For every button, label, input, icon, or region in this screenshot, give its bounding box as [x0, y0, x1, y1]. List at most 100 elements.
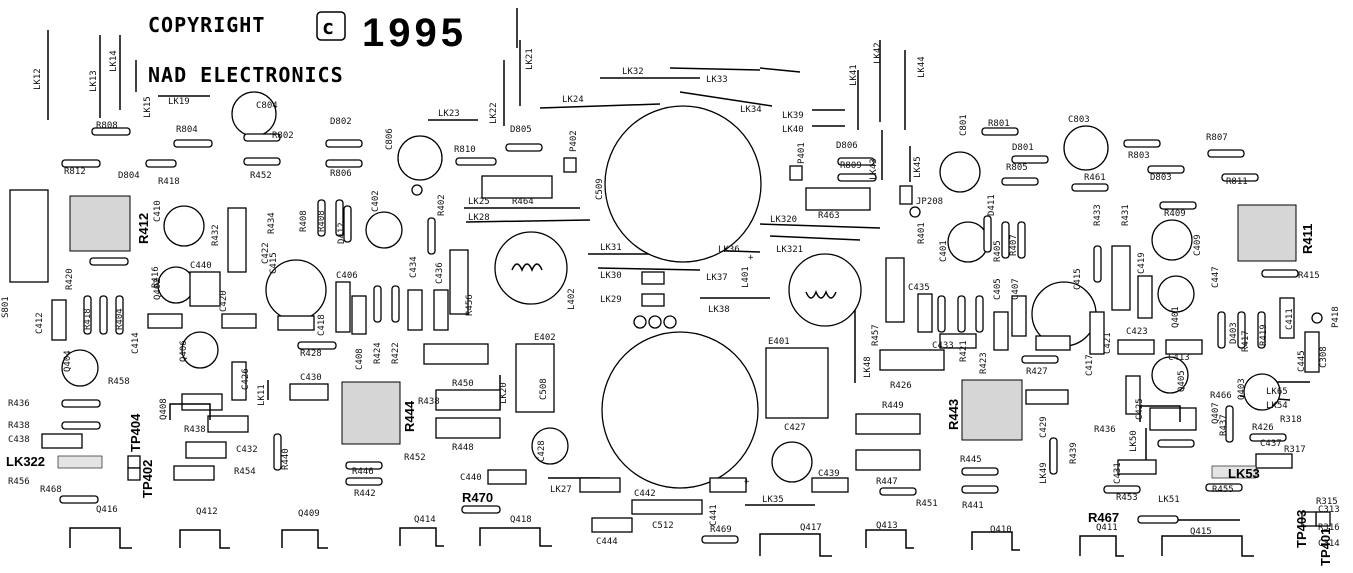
svg-text:LK54: LK54 [1266, 401, 1288, 411]
svg-text:R810: R810 [454, 145, 476, 155]
svg-text:C429: C429 [1039, 416, 1049, 438]
svg-text:LK48: LK48 [863, 356, 873, 378]
svg-text:R468: R468 [40, 485, 62, 495]
svg-text:LK43: LK43 [869, 158, 879, 180]
svg-text:R447: R447 [876, 477, 898, 487]
svg-text:R426: R426 [890, 381, 912, 391]
svg-text:C433: C433 [932, 341, 954, 351]
svg-text:Q403: Q403 [1237, 378, 1247, 400]
svg-text:R315: R315 [1316, 497, 1338, 507]
svg-text:R444: R444 [402, 400, 417, 432]
svg-text:Q415: Q415 [1190, 527, 1212, 537]
svg-text:D803: D803 [1150, 173, 1172, 183]
svg-text:C445: C445 [1297, 350, 1307, 372]
svg-text:C430: C430 [300, 373, 322, 383]
svg-text:LK41: LK41 [849, 64, 859, 86]
svg-text:C509: C509 [595, 178, 605, 200]
svg-text:D804: D804 [118, 171, 140, 181]
svg-text:R805: R805 [1006, 163, 1028, 173]
svg-text:E402: E402 [534, 333, 556, 343]
svg-text:C405: C405 [993, 278, 1003, 300]
svg-text:LK19: LK19 [168, 97, 190, 107]
svg-text:C425: C425 [1135, 398, 1145, 420]
svg-text:C804: C804 [256, 101, 278, 111]
svg-text:LK23: LK23 [438, 109, 460, 119]
transistor-footprints [69, 403, 1254, 557]
svg-text:R454: R454 [234, 467, 256, 477]
svg-text:LK33: LK33 [706, 75, 728, 85]
svg-text:R448: R448 [452, 443, 474, 453]
svg-text:R438: R438 [418, 397, 440, 407]
resistors [59, 127, 1299, 544]
svg-text:LK50: LK50 [1129, 430, 1139, 452]
svg-text:LK321: LK321 [776, 245, 803, 255]
svg-text:C308: C308 [1319, 346, 1329, 368]
svg-text:LK34: LK34 [740, 105, 762, 115]
svg-text:C447: C447 [1211, 266, 1221, 288]
svg-text:LK49: LK49 [1039, 462, 1049, 484]
svg-text:R801: R801 [988, 119, 1010, 129]
shaded-pads [69, 195, 1297, 445]
svg-text:Q417: Q417 [800, 523, 822, 533]
svg-text:C439: C439 [818, 469, 840, 479]
svg-text:Q404: Q404 [63, 350, 73, 372]
svg-text:Q411: Q411 [1096, 523, 1118, 533]
svg-text:R432: R432 [211, 224, 221, 246]
svg-text:C434: C434 [409, 256, 419, 278]
svg-text:LK24: LK24 [562, 95, 584, 105]
svg-text:E401: E401 [768, 337, 790, 347]
svg-text:C438: C438 [8, 435, 30, 445]
svg-text:LK45: LK45 [913, 156, 923, 178]
svg-text:R445: R445 [960, 455, 982, 465]
svg-text:C423: C423 [1126, 327, 1148, 337]
svg-text:R404: R404 [115, 308, 125, 330]
svg-text:C415: C415 [1073, 268, 1083, 290]
svg-text:Q407: Q407 [1211, 402, 1221, 424]
inductor-l401-coil [805, 290, 837, 299]
copyright-year: 1995 [362, 11, 467, 55]
svg-text:R405: R405 [993, 240, 1003, 262]
svg-text:C426: C426 [241, 368, 251, 390]
svg-text:R441: R441 [962, 501, 984, 511]
svg-text:R449: R449 [882, 401, 904, 411]
svg-text:D801: D801 [1012, 143, 1034, 153]
copyright-text: COPYRIGHT [148, 13, 265, 37]
svg-text:C437: C437 [1260, 439, 1282, 449]
svg-text:R423: R423 [979, 352, 989, 374]
svg-text:LK37: LK37 [706, 273, 728, 283]
svg-text:TP403: TP403 [1294, 510, 1309, 548]
svg-text:LK21: LK21 [525, 48, 535, 70]
svg-text:LK29: LK29 [600, 295, 622, 305]
svg-text:R408: R408 [317, 210, 327, 232]
svg-text:R809: R809 [840, 161, 862, 171]
svg-text:R470: R470 [462, 490, 493, 505]
svg-text:R421: R421 [959, 340, 969, 362]
svg-text:D403: D403 [1229, 322, 1239, 344]
svg-text:R407: R407 [1009, 234, 1019, 256]
svg-text:C441: C441 [709, 504, 719, 526]
svg-text:R467: R467 [1088, 510, 1119, 525]
svg-text:R456: R456 [465, 294, 475, 316]
svg-text:R443: R443 [946, 399, 961, 430]
svg-text:R419: R419 [1259, 324, 1269, 346]
svg-text:TP401: TP401 [1318, 528, 1333, 566]
svg-text:C414: C414 [131, 332, 141, 354]
svg-text:C431: C431 [1113, 462, 1123, 484]
svg-text:LK14: LK14 [109, 50, 119, 72]
svg-text:LK42: LK42 [873, 42, 883, 64]
svg-text:D411: D411 [987, 194, 997, 216]
svg-text:C412: C412 [35, 312, 45, 334]
svg-text:R453: R453 [1116, 493, 1138, 503]
svg-text:P402: P402 [569, 130, 579, 152]
svg-text:R802: R802 [272, 131, 294, 141]
svg-text:C410: C410 [153, 200, 163, 222]
svg-text:LK15: LK15 [143, 96, 153, 118]
svg-text:LK320: LK320 [770, 215, 797, 225]
svg-text:Q414: Q414 [414, 515, 436, 525]
svg-text:D802: D802 [330, 117, 352, 127]
svg-text:R464: R464 [512, 197, 534, 207]
svg-text:R461: R461 [1084, 173, 1106, 183]
svg-text:LK65: LK65 [1266, 387, 1288, 397]
inductor-l402-coil [511, 263, 543, 272]
svg-text:LK13: LK13 [89, 70, 99, 92]
